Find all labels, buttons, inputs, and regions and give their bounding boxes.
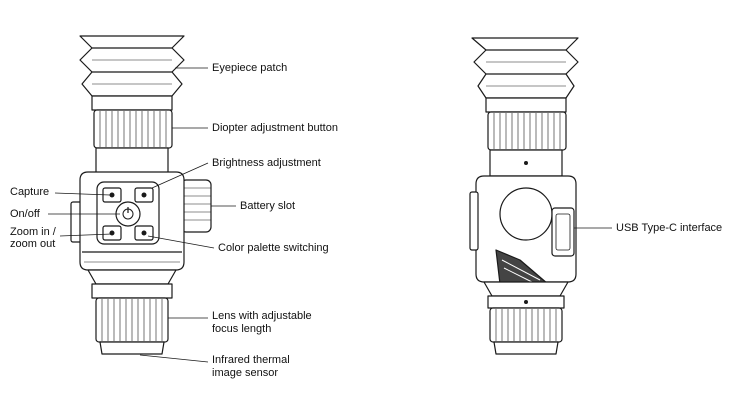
back-usb-cover (551, 207, 575, 257)
label-zoom-line1: Zoom in / (10, 226, 56, 238)
back-view-device (469, 37, 579, 355)
label-battery-slot: Battery slot (240, 200, 296, 212)
label-color-palette: Color palette switching (218, 242, 329, 254)
label-eyepiece-patch: Eyepiece patch (212, 62, 288, 74)
label-on-off: On/off (10, 208, 40, 220)
front-eyepiece-patch (79, 35, 185, 97)
label-diopter-button: Diopter adjustment button (212, 122, 338, 134)
back-main-body (469, 175, 577, 285)
front-view-device (70, 35, 212, 355)
label-lens-line1: Lens with adjustable (212, 310, 312, 322)
label-lens-line2: focus length (212, 323, 272, 335)
label-usb-interface: USB Type-C interface (616, 222, 723, 234)
label-sensor-line2: image sensor (212, 367, 279, 379)
label-brightness: Brightness adjustment (212, 157, 321, 169)
front-diopter-ring (93, 109, 173, 149)
label-sensor-line1: Infrared thermal (212, 354, 290, 366)
label-zoom-line2: zoom out (10, 238, 56, 250)
front-leader-lines (48, 67, 236, 363)
back-eyepiece-patch (471, 37, 579, 99)
back-lens-ring (489, 307, 563, 343)
back-diopter-ring (487, 111, 567, 151)
front-control-panel (96, 181, 160, 245)
label-capture: Capture (10, 186, 50, 198)
front-battery-cap (180, 179, 212, 233)
front-lens-ring (95, 297, 169, 343)
